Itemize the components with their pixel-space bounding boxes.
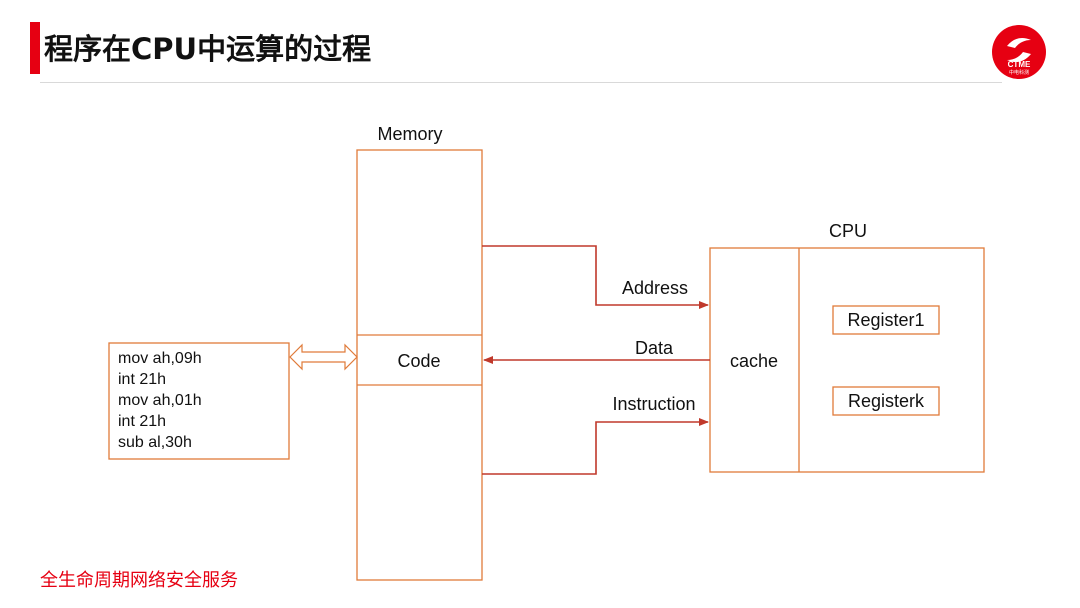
ctme-logo-icon: CTME 中电科测 xyxy=(992,25,1046,79)
memory-label: Memory xyxy=(377,124,442,144)
code-line: sub al,30h xyxy=(118,434,192,451)
code-line: int 21h xyxy=(118,413,166,430)
cache-label: cache xyxy=(730,351,778,371)
data-label: Data xyxy=(635,338,674,358)
address-label: Address xyxy=(622,278,688,298)
code-listing-box xyxy=(108,342,290,460)
memory-block xyxy=(356,149,483,581)
logo-subtext: 中电科测 xyxy=(1009,69,1029,76)
page-title: 程序在CPU中运算的过程 xyxy=(44,32,372,66)
register-box xyxy=(832,305,940,335)
logo-text: CTME xyxy=(1008,60,1031,69)
header-divider xyxy=(40,82,1002,83)
double-arrow-icon xyxy=(289,343,358,371)
address-arrow xyxy=(482,245,709,309)
register-label: Register1 xyxy=(847,310,924,330)
footer-slogan: 全生命周期网络安全服务 xyxy=(40,570,238,591)
register-label: Registerk xyxy=(848,391,925,411)
cpu-label: CPU xyxy=(829,221,867,241)
code-line: mov ah,09h xyxy=(118,350,202,367)
code-label: Code xyxy=(397,351,440,371)
code-line: mov ah,01h xyxy=(118,392,202,409)
title-accent-bar xyxy=(30,22,40,74)
register-box xyxy=(832,386,940,416)
instruction-label: Instruction xyxy=(612,394,695,414)
instruction-arrow xyxy=(482,418,709,475)
code-line: int 21h xyxy=(118,371,166,388)
